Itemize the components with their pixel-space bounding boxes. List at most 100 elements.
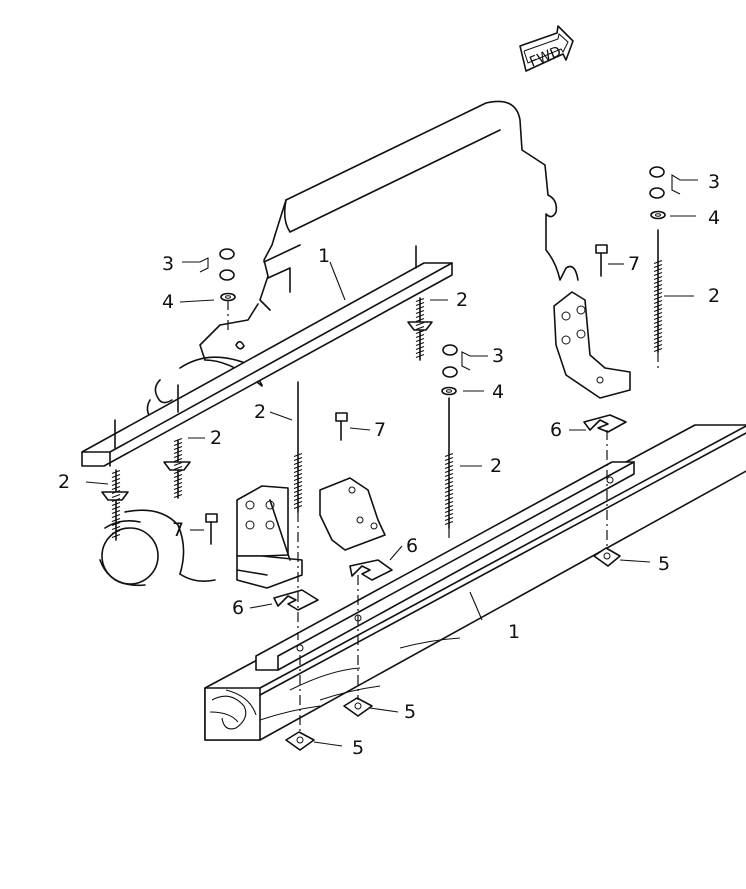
- stud-thread-mark: [653, 339, 663, 345]
- stud-thread-mark: [444, 476, 454, 482]
- callout-part-4-right: 4: [708, 207, 720, 229]
- stud-thread-mark: [444, 520, 454, 526]
- stud-thread-mark: [111, 501, 121, 507]
- stud-thread-mark: [111, 473, 121, 479]
- stud-thread-mark: [415, 313, 425, 319]
- callout-part-7-left: 7: [172, 519, 184, 541]
- callout-part-3-left: 3: [162, 253, 174, 275]
- stud-thread-mark: [415, 297, 425, 303]
- callout-part-6-right: 6: [550, 419, 562, 441]
- stud-thread-mark: [653, 291, 663, 297]
- stud-thread-mark: [444, 472, 454, 478]
- stud-thread-mark: [653, 279, 663, 285]
- callout-leaders: [85, 174, 698, 747]
- stud-thread-mark: [111, 481, 121, 487]
- bolt-left: [205, 513, 218, 545]
- stud-thread-mark: [293, 456, 303, 462]
- stud-thread-mark: [653, 287, 663, 293]
- flywheel-housing: [99, 509, 216, 587]
- stud-thread-mark: [444, 460, 454, 466]
- callout-part-2-left-a: 2: [210, 427, 222, 449]
- bolt-center: [335, 412, 348, 441]
- stud-thread-mark: [111, 521, 121, 527]
- callout-part-4-left: 4: [162, 291, 174, 313]
- stud-thread-mark: [653, 311, 663, 317]
- stud-thread-mark: [653, 347, 663, 353]
- stud-thread-mark: [173, 461, 183, 467]
- stud-thread-mark: [111, 489, 121, 495]
- stud-thread-mark: [111, 513, 121, 519]
- stud-thread-mark: [653, 335, 663, 341]
- lower-long-beam: [204, 424, 746, 741]
- stud-thread-mark: [293, 468, 303, 474]
- stud-thread-mark: [415, 329, 425, 335]
- callout-part-4-middle: 4: [492, 381, 504, 403]
- stud-thread-mark: [444, 488, 454, 494]
- stud-thread-mark: [653, 331, 663, 337]
- stud-thread-mark: [653, 283, 663, 289]
- stud-thread-mark: [173, 477, 183, 483]
- stud-thread-mark: [653, 315, 663, 321]
- stud-thread-mark: [111, 493, 121, 499]
- stud-thread-mark: [444, 504, 454, 510]
- stud-thread-mark: [415, 353, 425, 359]
- callout-part-2-center: 2: [254, 401, 266, 423]
- stud-thread-mark: [444, 456, 454, 462]
- callout-part-2-mid-right: 2: [490, 455, 502, 477]
- stud-thread-mark: [415, 345, 425, 351]
- stud-thread-mark: [415, 337, 425, 343]
- stud-thread-mark: [173, 457, 183, 463]
- callout-part-5-left: 5: [352, 737, 364, 759]
- right-engine-mount-bracket: [553, 291, 631, 399]
- stud-thread-mark: [173, 493, 183, 499]
- stud-thread-mark: [173, 441, 183, 447]
- chock-plate-middle: [343, 697, 373, 717]
- stud-thread-mark: [415, 349, 425, 355]
- stud-thread-mark: [111, 525, 121, 531]
- stud-thread-mark: [444, 464, 454, 470]
- stud-thread-mark: [653, 307, 663, 313]
- washer-middle: [441, 386, 457, 396]
- stud-thread-mark: [173, 489, 183, 495]
- stud-thread-mark: [111, 529, 121, 535]
- stud-thread-mark: [415, 321, 425, 327]
- stud-thread-mark: [415, 325, 425, 331]
- stud-thread-mark: [293, 452, 303, 458]
- nut-pair-right: [649, 166, 665, 199]
- nut-pair-middle: [442, 344, 458, 378]
- shim-middle: [349, 559, 393, 581]
- callout-part-2-left-b: 2: [58, 471, 70, 493]
- callout-part-5-middle: 5: [404, 701, 416, 723]
- stud-thread-mark: [173, 485, 183, 491]
- stud-thread-mark: [173, 469, 183, 475]
- stud-thread-mark: [293, 492, 303, 498]
- stud-thread-mark: [653, 299, 663, 305]
- stud-thread-mark: [444, 516, 454, 522]
- stud-thread-mark: [415, 333, 425, 339]
- stud-thread-mark: [111, 477, 121, 483]
- stud-thread-mark: [444, 492, 454, 498]
- stud-thread-mark: [293, 496, 303, 502]
- stud-thread-mark: [173, 473, 183, 479]
- callout-part-3-middle: 3: [492, 345, 504, 367]
- stud-thread-mark: [293, 464, 303, 470]
- stud-thread-mark: [653, 267, 663, 273]
- middle-engine-mount-bracket: [319, 477, 386, 551]
- washer-right: [650, 210, 666, 220]
- nut-pair-left: [219, 248, 235, 281]
- stud-thread-mark: [444, 452, 454, 458]
- stud-thread-mark: [444, 508, 454, 514]
- stud-thread-mark: [653, 303, 663, 309]
- stud-thread-mark: [173, 465, 183, 471]
- stud-thread-mark: [173, 445, 183, 451]
- stud-upper-right: [407, 245, 433, 361]
- stud-thread-mark: [653, 263, 663, 269]
- stud-thread-mark: [293, 484, 303, 490]
- shim-right: [583, 414, 627, 433]
- washer-left: [220, 292, 236, 302]
- stud-thread-mark: [415, 317, 425, 323]
- callout-part-2-upper-right: 2: [456, 289, 468, 311]
- stud-thread-mark: [653, 319, 663, 325]
- stud-thread-mark: [653, 327, 663, 333]
- stud-thread-mark: [111, 505, 121, 511]
